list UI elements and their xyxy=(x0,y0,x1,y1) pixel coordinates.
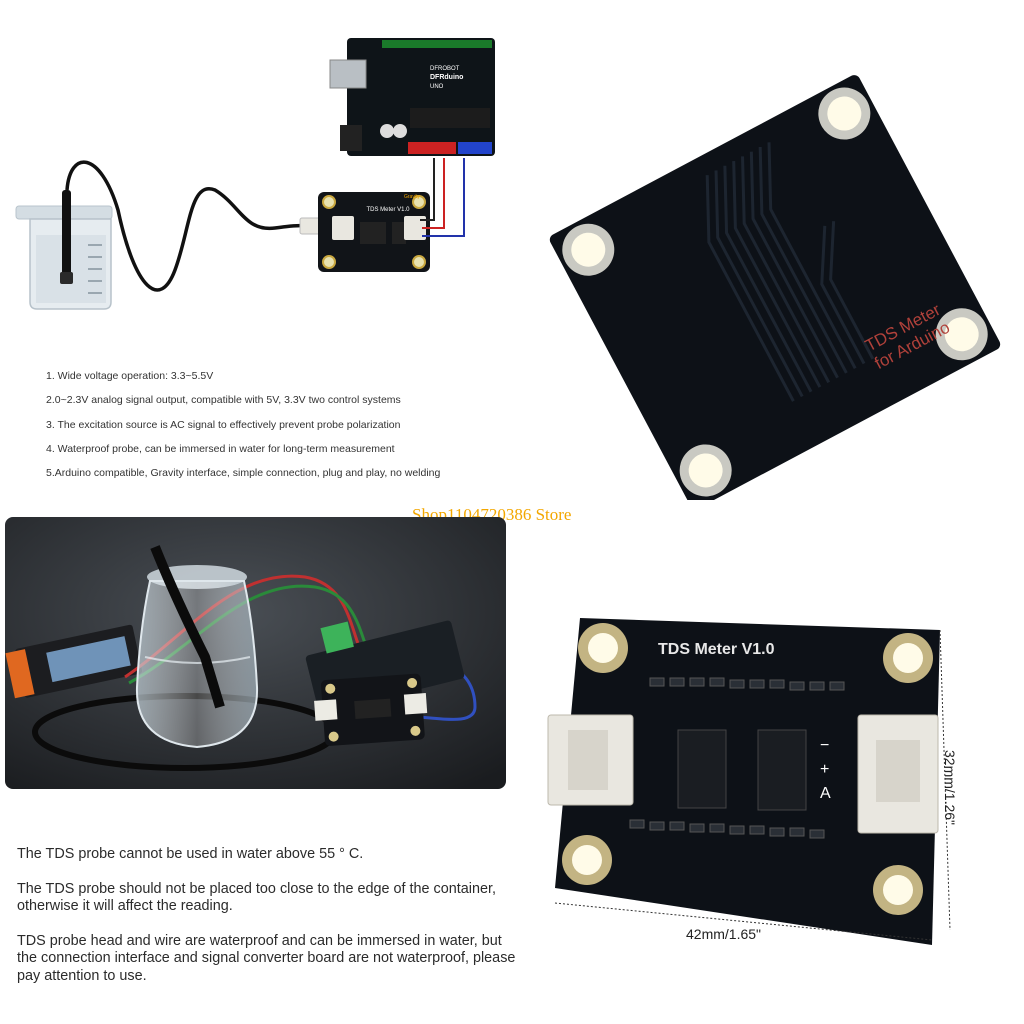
feature-item: 5.Arduino compatible, Gravity interface,… xyxy=(46,467,441,480)
feature-item: 2.0~2.3V analog signal output, compatibl… xyxy=(46,394,401,407)
application-photo xyxy=(5,517,506,789)
wiring-diagram: TDS Meter V1.0 Gravity DFROBOT DFRduino … xyxy=(15,38,495,310)
dimension-lines xyxy=(554,629,951,941)
arduino-brand: DFROBOT xyxy=(430,66,460,72)
pin-label-analog: A xyxy=(820,785,831,802)
mounting-hole-icon xyxy=(679,444,732,497)
mounting-hole-icon xyxy=(935,308,988,361)
glass-jar-icon xyxy=(135,545,259,749)
mounting-hole-icon xyxy=(818,87,871,140)
jst-connector-icon xyxy=(547,714,634,806)
mounting-hole-icon xyxy=(873,865,923,915)
small-board-label: TDS Meter V1.0 xyxy=(366,207,410,213)
feature-item: 3. The excitation source is AC signal to… xyxy=(46,418,401,431)
tds-probe-icon xyxy=(60,160,309,292)
board-back-photo: TDS Meter for Arduino xyxy=(549,75,1001,500)
feature-item: 4. Waterproof probe, can be immersed in … xyxy=(46,442,395,455)
tds-board-photo-icon xyxy=(314,673,428,746)
arduino-model: DFRduino xyxy=(430,74,463,81)
arduino-sub: UNO xyxy=(430,84,444,90)
board-front-label: TDS Meter V1.0 xyxy=(658,641,775,658)
arduino-board-icon: DFROBOT DFRduino UNO xyxy=(329,38,495,156)
note-paragraph: TDS probe head and wire are waterproof a… xyxy=(17,932,516,984)
mounting-hole-icon xyxy=(562,223,615,276)
lcd-display-icon xyxy=(5,624,142,699)
tds-board-small-icon: TDS Meter V1.0 Gravity xyxy=(318,192,430,272)
feature-list: 1. Wide voltage operation: 3.3~5.5V 2.0~… xyxy=(46,364,546,485)
feature-item: 1. Wide voltage operation: 3.3~5.5V xyxy=(46,370,214,382)
note-paragraph: The TDS probe should not be placed too c… xyxy=(17,880,496,915)
dimension-width: 42mm/1.65" xyxy=(686,926,762,942)
pin-label-minus: − xyxy=(820,737,829,754)
dimension-height: 32mm/1.26" xyxy=(942,750,958,826)
jst-connector-icon xyxy=(857,714,939,834)
mounting-hole-icon xyxy=(578,623,628,673)
board-front-photo: TDS Meter V1.0 − + A xyxy=(547,618,951,945)
mounting-hole-icon xyxy=(562,835,612,885)
gravity-label: Gravity xyxy=(404,194,420,200)
note-paragraph: The TDS probe cannot be used in water ab… xyxy=(17,846,364,862)
pin-label-plus: + xyxy=(820,761,829,778)
mounting-hole-icon xyxy=(883,633,933,683)
usage-notes: The TDS probe cannot be used in water ab… xyxy=(17,846,517,1002)
